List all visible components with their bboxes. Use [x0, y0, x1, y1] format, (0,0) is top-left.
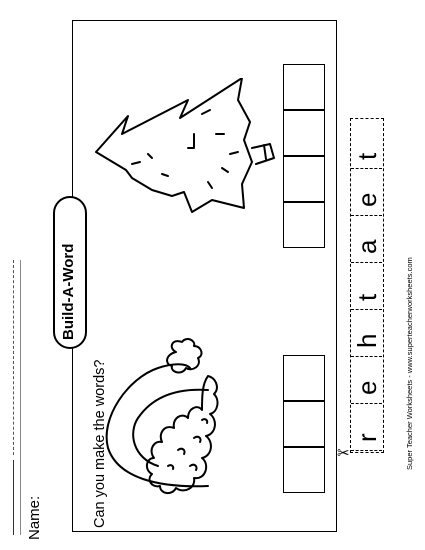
scissors-icon: ✂ [337, 445, 350, 462]
answer-box[interactable] [283, 202, 325, 248]
answer-box[interactable] [283, 110, 325, 156]
name-label: Name: [26, 495, 43, 540]
credit-text: Super Teacher Worksheets - www.superteac… [405, 257, 414, 470]
letter-tile[interactable]: e [351, 169, 382, 216]
letter-tile-text: h [352, 333, 382, 348]
name-line[interactable] [13, 460, 15, 535]
letter-tile-text: t [352, 293, 382, 301]
name-line-guide [20, 260, 22, 535]
letter-tile-text: a [352, 239, 382, 254]
worksheet-title: Build-A-Word [60, 243, 77, 340]
answer-box[interactable] [283, 355, 325, 401]
answer-box[interactable] [283, 401, 325, 447]
santa-hat-icon [105, 338, 219, 494]
letter-strip: r e h t a e t [350, 118, 384, 453]
letter-tile-text: r [352, 433, 382, 442]
letter-tile[interactable]: t [351, 122, 382, 169]
letter-tile-text: t [352, 152, 382, 160]
letter-tile[interactable]: r [351, 404, 382, 451]
letter-tile[interactable]: a [351, 216, 382, 263]
name-line-dashed [13, 260, 15, 455]
letter-tile[interactable]: h [351, 310, 382, 357]
letter-tile-text: e [352, 192, 382, 207]
answer-box[interactable] [283, 156, 325, 202]
title-pill [53, 196, 87, 349]
pine-tree-icon [95, 78, 275, 213]
letter-tile-text: e [352, 380, 382, 395]
letter-tile[interactable]: e [351, 357, 382, 404]
answer-box[interactable] [283, 64, 325, 110]
letter-tile[interactable]: t [351, 263, 382, 310]
answer-box[interactable] [283, 447, 325, 493]
